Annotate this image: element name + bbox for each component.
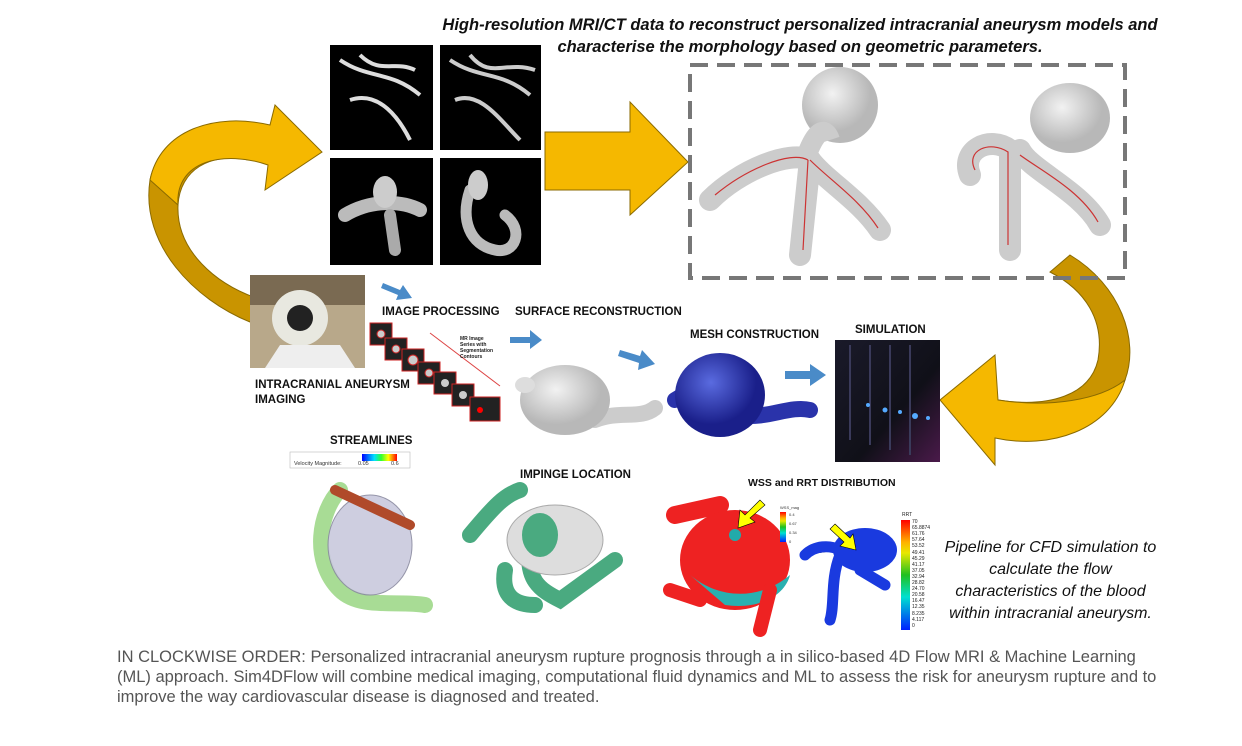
rrt-tick-label: 4.117 <box>912 616 925 623</box>
velocity-max: 0.6 <box>391 461 399 467</box>
pipeline-line-3: characteristics of the blood <box>955 583 1146 600</box>
aneurysm-model-2 <box>957 83 1111 261</box>
velocity-min: 0.05 <box>358 461 369 467</box>
simulation-photo <box>835 340 940 462</box>
rrt-tick-label: 41.17 <box>912 561 925 568</box>
rrt-tick-label: 32.94 <box>912 573 925 580</box>
pipeline-text: Pipeline for CFD simulation to calculate… <box>928 537 1173 625</box>
label-streamlines: STREAMLINES <box>330 435 413 447</box>
rrt-tick-label: 37.05 <box>912 567 925 574</box>
impinge-model <box>462 482 623 613</box>
rrt-tick-label: 49.41 <box>912 549 925 556</box>
velocity-colorbar <box>362 454 397 461</box>
figure-caption: IN CLOCKWISE ORDER: Personalized intracr… <box>117 648 1157 706</box>
wss-tick-label: 0.67 <box>789 521 797 526</box>
rrt-tick-label: 16.47 <box>912 598 925 605</box>
surface-model <box>515 365 663 435</box>
label-simulation: SIMULATION <box>855 324 926 336</box>
rrt-tick-label: 45.29 <box>912 555 925 562</box>
rrt-tick-label: 53.52 <box>912 543 925 550</box>
curved-arrow-right <box>939 254 1131 467</box>
label-wss-rrt: WSS and RRT DISTRIBUTION <box>748 477 896 489</box>
pipeline-line-2: calculate the flow <box>989 561 1112 578</box>
rrt-colorbar <box>901 520 910 630</box>
mr-series-label: MR Image Series with Segmentation Contou… <box>460 336 500 360</box>
label-imaging-1: INTRACRANIAL ANEURYSM <box>255 379 410 391</box>
rrt-tick-label: 12.35 <box>912 604 925 611</box>
streamlines-model <box>313 482 433 613</box>
label-impinge-location: IMPINGE LOCATION <box>520 469 631 481</box>
label-mesh-construction: MESH CONSTRUCTION <box>690 329 820 341</box>
mr-label-3: Segmentation <box>460 348 494 354</box>
pipeline-line-4: within intracranial aneurysm. <box>949 605 1152 622</box>
blue-arrows <box>381 283 826 386</box>
wss-tick-label: 0 <box>789 539 792 544</box>
header-line-2: characterise the morphology based on geo… <box>557 38 1043 56</box>
label-surface-reconstruction: SURFACE RECONSTRUCTION <box>515 306 682 318</box>
header-line-1: High-resolution MRI/CT data to reconstru… <box>442 16 1158 34</box>
ct-images <box>330 45 541 265</box>
rrt-tick-label: 70 <box>912 519 918 525</box>
rrt-model <box>799 523 897 626</box>
rrt-tick-label: 24.70 <box>912 586 925 593</box>
label-image-processing: IMAGE PROCESSING <box>382 306 500 318</box>
header-title: High-resolution MRI/CT data to reconstru… <box>430 14 1170 58</box>
mri-scanner-photo <box>250 275 365 368</box>
model-box <box>688 63 1127 280</box>
rrt-tick-label: 28.82 <box>912 580 925 586</box>
wss-tick-label: 0.34 <box>789 530 797 535</box>
rrt-tick-label: 0 <box>912 622 915 629</box>
rrt-tick-label: 61.76 <box>912 531 925 538</box>
wss-title: WSS_mag <box>780 505 800 510</box>
rrt-tick-label: 57.64 <box>912 537 925 544</box>
mr-label-4: Contours <box>460 354 483 360</box>
label-imaging-2: IMAGING <box>255 394 306 406</box>
wss-model <box>663 496 790 637</box>
label-imaging: INTRACRANIAL ANEURYSM IMAGING <box>255 378 410 408</box>
mesh-model <box>667 353 818 437</box>
mr-label-2: Series with <box>460 342 487 348</box>
wss-tick-label: 0.4 <box>789 512 795 517</box>
rrt-tick-label: 8.235 <box>912 610 925 617</box>
rrt-tick-label: 65.8874 <box>912 525 931 532</box>
mr-label-1: MR Image <box>460 336 484 342</box>
velocity-label: Velocity Magnitude: <box>294 461 342 467</box>
rrt-tick-label: 20.58 <box>912 592 925 599</box>
aneurysm-model-1 <box>699 67 891 266</box>
arrow-to-models <box>544 100 689 217</box>
rrt-title: RRT <box>902 512 913 518</box>
mr-image-series <box>369 322 501 422</box>
pipeline-line-1: Pipeline for CFD simulation to <box>944 539 1157 556</box>
curved-arrow-left <box>148 104 323 323</box>
